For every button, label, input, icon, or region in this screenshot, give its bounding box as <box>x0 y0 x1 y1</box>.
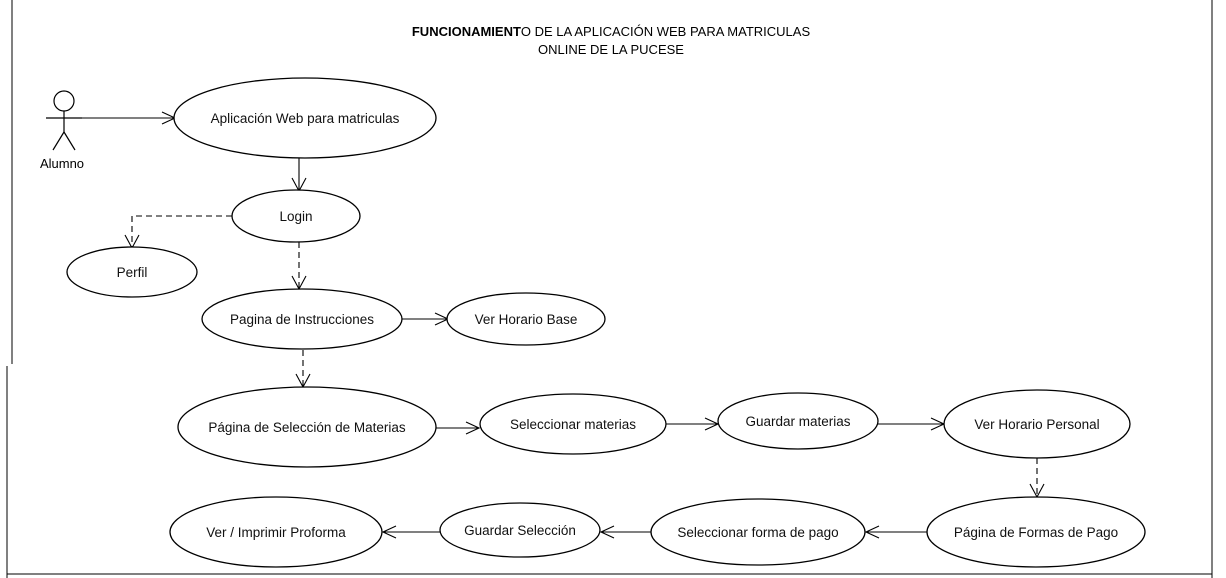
node-horario-base: Ver Horario Base <box>446 292 606 346</box>
node-perfil-shape <box>66 246 198 298</box>
node-horario-personal-label: Ver Horario Personal <box>974 417 1099 432</box>
actor-leg-right <box>63 131 76 151</box>
actor-head <box>53 90 75 112</box>
node-app-label: Aplicación Web para matriculas <box>211 111 400 126</box>
node-seleccion-materias-shape <box>177 386 437 468</box>
actor-label: Alumno <box>40 156 84 171</box>
node-formas-pago: Página de Formas de Pago <box>926 496 1146 568</box>
node-formas-pago-label: Página de Formas de Pago <box>954 525 1118 540</box>
node-login: Login <box>231 189 361 243</box>
arrowhead-formas-pago-seleccionar-pago <box>864 525 880 539</box>
node-formas-pago-shape <box>926 496 1146 568</box>
node-horario-base-shape <box>446 292 606 346</box>
node-login-label: Login <box>279 209 312 224</box>
title-bold-part: FUNCIONAMIENT <box>412 24 521 39</box>
diagram-title-line2: ONLINE DE LA PUCESE <box>538 42 684 57</box>
edges <box>70 111 1045 539</box>
node-perfil: Perfil <box>66 246 198 298</box>
node-instrucciones-shape <box>201 288 403 350</box>
node-instrucciones-label: Pagina de Instrucciones <box>230 312 374 327</box>
node-horario-base-label: Ver Horario Base <box>475 312 578 327</box>
node-seleccion-materias-label: Página de Selección de Materias <box>208 420 406 435</box>
node-seleccionar-pago-label: Seleccionar forma de pago <box>677 525 838 540</box>
node-login-shape <box>231 189 361 243</box>
node-seleccionar-pago: Seleccionar forma de pago <box>650 498 866 566</box>
node-horario-personal: Ver Horario Personal <box>943 389 1131 459</box>
actor-alumno: Alumno <box>40 90 84 171</box>
arrowhead-guardar-seleccion-proforma <box>381 525 397 539</box>
node-proforma-shape <box>169 496 383 568</box>
node-seleccion-materias: Página de Selección de Materias <box>177 386 437 468</box>
title-regular-part: O DE LA APLICACIÓN WEB PARA MATRICULAS <box>521 24 811 39</box>
diagram-title-line1: FUNCIONAMIENTO DE LA APLICACIÓN WEB PARA… <box>412 24 811 39</box>
node-proforma: Ver / Imprimir Proforma <box>169 496 383 568</box>
node-guardar-materias-label: Guardar materias <box>745 414 850 429</box>
node-guardar-materias-shape <box>717 392 879 450</box>
node-seleccionar-materias-shape <box>479 393 667 455</box>
node-perfil-label: Perfil <box>117 265 148 280</box>
node-guardar-seleccion-shape <box>439 502 601 558</box>
node-guardar-materias: Guardar materias <box>717 392 879 450</box>
actor-leg-left <box>52 131 65 151</box>
arrowhead-seleccionar-pago-guardar-seleccion <box>599 525 615 539</box>
node-seleccionar-materias: Seleccionar materias <box>479 393 667 455</box>
node-seleccionar-materias-label: Seleccionar materias <box>510 417 636 432</box>
edge-login-perfil <box>131 215 232 247</box>
node-guardar-seleccion: Guardar Selección <box>439 502 601 558</box>
arrowhead-seleccion-seleccionar <box>465 421 481 435</box>
node-app: Aplicación Web para matriculas <box>173 77 437 159</box>
node-horario-personal-shape <box>943 389 1131 459</box>
node-guardar-seleccion-label: Guardar Selección <box>464 523 576 538</box>
node-app-shape <box>173 77 437 159</box>
node-proforma-label: Ver / Imprimir Proforma <box>206 525 346 540</box>
node-instrucciones: Pagina de Instrucciones <box>201 288 403 350</box>
node-seleccionar-pago-shape <box>650 498 866 566</box>
